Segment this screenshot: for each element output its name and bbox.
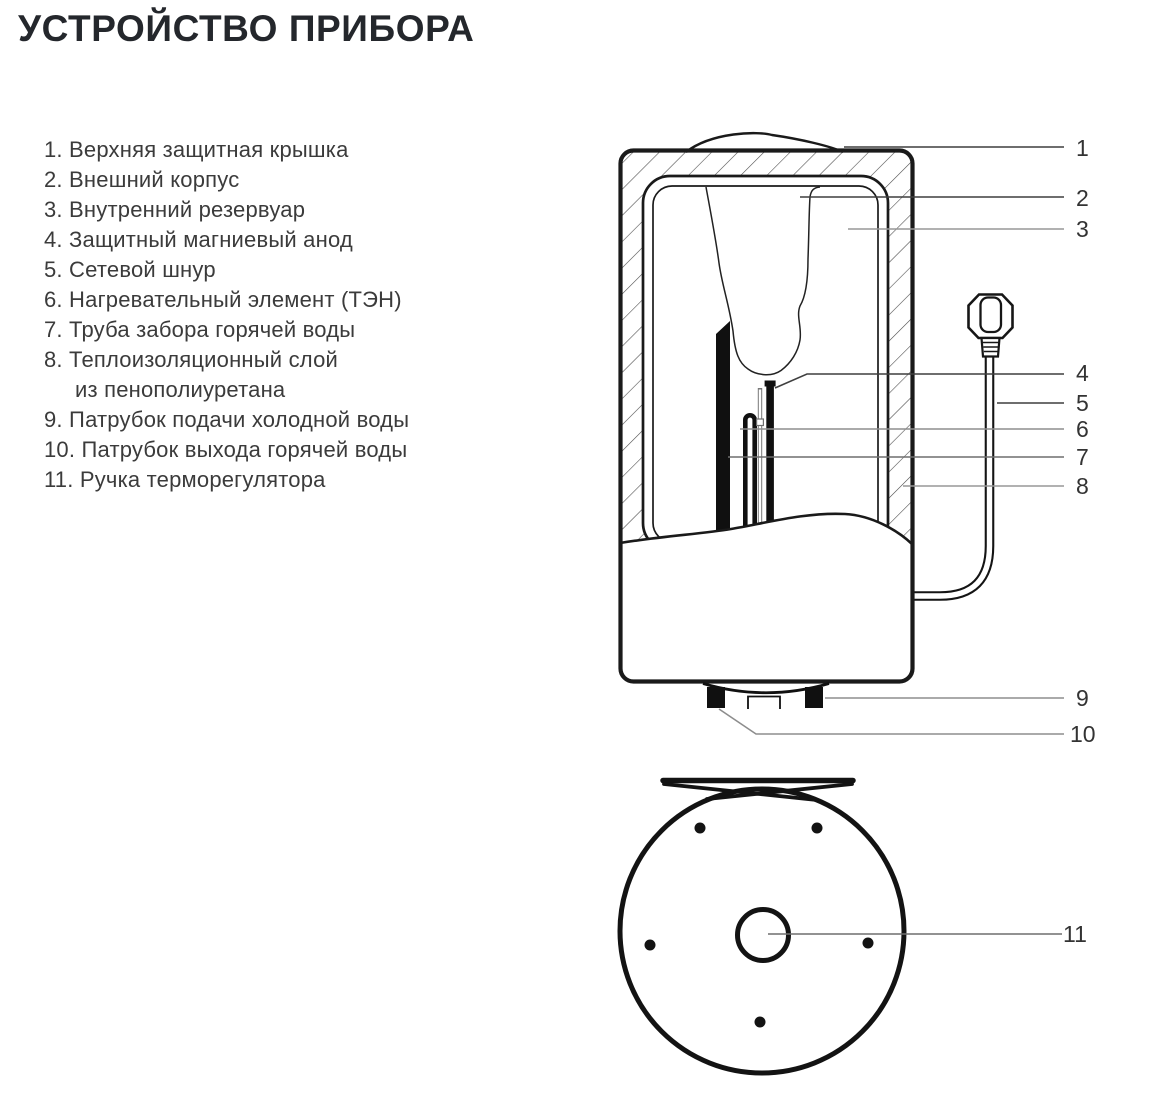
screw-dot-1 (694, 822, 706, 834)
callout-line-4 (774, 373, 1064, 389)
callout-label-7: 7 (1076, 444, 1089, 470)
parts-list-item-5: 5. Сетевой шнур (44, 257, 216, 282)
magnesium-anode (764, 380, 776, 546)
hot-water-outlet-fitting (805, 687, 823, 708)
lower-housing (618, 512, 914, 683)
thermostat-knob (735, 907, 791, 963)
outer-housing-border (618, 148, 915, 684)
parts-list-item-10: 10. Патрубок выхода горячей воды (44, 437, 408, 462)
parts-list: 1. Верхняя защитная крышка 2. Внешний ко… (44, 135, 409, 495)
top-cover (685, 131, 844, 154)
callout-label-4: 4 (1076, 360, 1089, 386)
callout-label-1: 1 (1076, 135, 1089, 161)
page-title: УСТРОЙСТВО ПРИБОРА (18, 8, 475, 49)
screw-dot-2 (811, 822, 823, 834)
mounting-bracket-wing-right (705, 782, 854, 801)
callout-label-9: 9 (1076, 685, 1089, 711)
power-plug (967, 293, 1014, 358)
parts-list-item-7: 7. Труба забора горячей воды (44, 317, 356, 342)
screw-dot-5 (754, 1016, 766, 1028)
callout-label-6: 6 (1076, 416, 1089, 442)
parts-list-item-3: 3. Внутренний резервуар (44, 197, 306, 222)
callout-label-11: 11 (1063, 921, 1087, 947)
parts-list-item-2: 2. Внешний корпус (44, 167, 240, 192)
screw-dot-4 (862, 937, 874, 949)
callout-label-2: 2 (1076, 185, 1089, 211)
parts-list-item-1: 1. Верхняя защитная крышка (44, 137, 349, 162)
callout-lines (718, 146, 1064, 935)
parts-list-item-6: 6. Нагревательный элемент (ТЭН) (44, 287, 402, 312)
callout-label-8: 8 (1076, 473, 1089, 499)
callout-label-10: 10 (1070, 721, 1096, 747)
parts-list-item-8: 8. Теплоизоляционный слой из пенополиуре… (44, 345, 409, 405)
heater-cross-section (618, 131, 1014, 709)
bottom-view (617, 777, 907, 1076)
mounting-bracket-wing-left (662, 782, 819, 802)
parts-list-item-8-line1: 8. Теплоизоляционный слой (44, 347, 339, 372)
thermostat-stem (747, 695, 781, 709)
plug-neck-ribs (982, 341, 1000, 353)
cold-water-inlet-fitting (707, 687, 725, 708)
parts-list-item-9: 9. Патрубок подачи холодной воды (44, 407, 410, 432)
callout-label-3: 3 (1076, 216, 1089, 242)
callout-label-5: 5 (1076, 390, 1089, 416)
parts-list-item-8-line2: из пенополиуретана (75, 377, 286, 402)
screw-dot-3 (644, 939, 656, 951)
callout-line-10 (718, 708, 1064, 735)
water-outline (705, 186, 821, 376)
sensor-tube (755, 388, 764, 546)
parts-list-item-4: 4. Защитный магниевый анод (44, 227, 353, 252)
hot-water-intake-pipe (716, 321, 730, 546)
heating-element-ten (743, 413, 757, 546)
plug-face (979, 296, 1003, 334)
power-cord (914, 356, 995, 601)
parts-list-item-11: 11. Ручка терморегулятора (44, 467, 326, 492)
